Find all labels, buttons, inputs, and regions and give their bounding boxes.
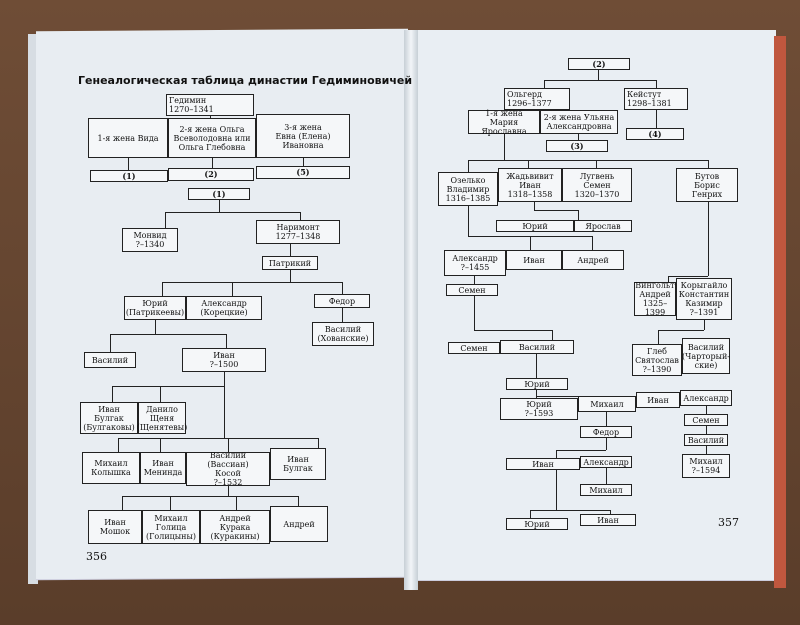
- node-aleksandr-4: Александр: [580, 456, 632, 468]
- node-vasiliy-khovanskie: Василий (Хованские): [312, 322, 374, 346]
- node-gedimin: Гедимин 1270–1341: [166, 94, 254, 116]
- node-korygailo: Корыгайло Константин Казимир ?–1391: [676, 278, 732, 320]
- node-ivan-r: Иван: [506, 250, 562, 270]
- node-semen-2: Семен: [448, 342, 500, 354]
- node-olgerd: Ольгерд 1296–1377: [504, 88, 570, 110]
- node-semen-3: Семен: [684, 414, 728, 426]
- node-vasiliy-2: Василий: [500, 340, 574, 354]
- node-andrey-kuraka: Андрей Курака (Куракины): [200, 510, 270, 544]
- node-gleb: Глеб Святослав ?–1390: [632, 344, 682, 376]
- node-wife-3: 3-я жена Евна (Елена) Ивановна: [256, 114, 350, 158]
- node-lugven: Лугвень Семен 1320–1370: [562, 168, 632, 202]
- node-aleksandr-1455: Александр ?–1455: [444, 250, 506, 276]
- node-mikhail-kolyshka: Михаил Колышка: [82, 452, 140, 484]
- node-ivan-3: Иван: [636, 392, 680, 408]
- node-vingolt: Вингольт Андрей 1325–1399: [634, 281, 676, 317]
- node-ivan-bulgak: Иван Булгак (Булгаковы): [80, 402, 138, 434]
- node-monvid: Монвид ?–1340: [122, 228, 178, 252]
- node-semen-r: Семен: [446, 284, 498, 296]
- page-number-left: 356: [86, 550, 107, 563]
- node-wife-1: 1-я жена Вида: [88, 118, 168, 158]
- node-fedor: Федор: [314, 294, 370, 308]
- node-yuriy-1593: Юрий ?–1593: [500, 398, 578, 420]
- node-ivan-4: Иван: [506, 458, 580, 470]
- node-butov: Бутов Борис Генрих: [676, 168, 738, 202]
- ref-3: (3): [546, 140, 608, 152]
- node-mikhail-golitsa: Михаил Голица (Голицыны): [142, 510, 200, 544]
- node-vasiliy: Василий: [84, 352, 136, 368]
- node-mikhail-4: Михаил: [580, 484, 632, 496]
- page-title: Генеалогическая таблица династии Гедимин…: [78, 74, 413, 87]
- page-edges-left: [28, 34, 38, 584]
- node-andrey-r: Андрей: [562, 250, 624, 270]
- book-cover-edge: [774, 36, 786, 588]
- node-fedor-2: Федор: [580, 426, 632, 438]
- page-number-right: 357: [718, 516, 739, 529]
- ref-2-right: (2): [568, 58, 630, 70]
- node-yaroslav: Ярослав: [574, 220, 632, 232]
- node-ozelko: Озелько Владимир 1316–1385: [438, 172, 498, 206]
- node-vasiliy-3: Василий: [684, 434, 728, 446]
- node-mikhail-1594: Михаил ?–1594: [682, 454, 730, 478]
- node-narimont: Наримонт 1277–1348: [256, 220, 340, 244]
- node-yuriy-2: Юрий: [506, 378, 568, 390]
- node-daniil-shchenya: Данило Щеня (Щенятевы): [137, 402, 187, 434]
- ref-5: (5): [256, 166, 350, 179]
- node-vasiliy-chartoryiskie: Василий (Чарторый- ские): [682, 338, 730, 374]
- node-ivan-5: Иван: [580, 514, 636, 526]
- node-ivan-1500: Иван ?–1500: [182, 348, 266, 372]
- book-spine: [404, 30, 418, 590]
- node-andrey: Андрей: [270, 506, 328, 542]
- node-zhadvivit: Жадьвивит Иван 1318–1358: [498, 168, 562, 202]
- node-ivan-bulgak-2: Иван Булгак: [270, 448, 326, 480]
- node-ivan-moshok: Иван Мошок: [88, 510, 142, 544]
- node-mikhail-2: Михаил: [578, 396, 636, 412]
- node-wife-2: 2-я жена Ольга Всеволодовна или Ольга Гл…: [168, 118, 256, 158]
- node-aleksandr-koretskie: Александр (Корецкие): [186, 296, 262, 320]
- node-yuriy-r: Юрий: [496, 220, 574, 232]
- node-vasiliy-vassian: Василий (Вассиан) Косой ?–1532: [186, 451, 270, 487]
- node-patrikiy: Патрикий: [262, 256, 318, 270]
- node-yuriy-4: Юрий: [506, 518, 568, 530]
- node-ivan-meninda: Иван Менинда: [140, 452, 186, 484]
- node-wife-ulyana: 2-я жена Ульяна Александровна: [540, 110, 618, 134]
- ref-1: (1): [90, 170, 168, 182]
- ref-1-start: (1): [188, 188, 250, 200]
- node-aleksandr-3: Александр: [680, 390, 732, 406]
- ref-2: (2): [168, 168, 254, 181]
- node-keistut: Кейстут 1298–1381: [624, 88, 688, 110]
- node-wife-maria: 1-я жена Мария Ярославна: [468, 109, 540, 136]
- node-yuriy-patrikeev: Юрий (Патрикеевы): [124, 296, 186, 320]
- ref-4: (4): [626, 128, 684, 140]
